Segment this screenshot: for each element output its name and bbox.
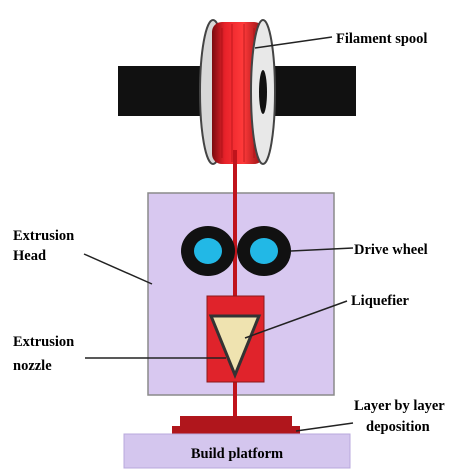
deposited-layer <box>172 416 300 434</box>
label-liquefier: Liquefier <box>351 293 410 309</box>
spool-winding <box>212 22 264 164</box>
label-extrusion-head-line2: Head <box>13 248 46 264</box>
filament-strand <box>233 150 237 418</box>
drive-wheels <box>181 226 291 276</box>
label-layer-deposition-line1: Layer by layer <box>354 398 445 414</box>
label-filament-spool: Filament spool <box>336 31 427 47</box>
build-platform <box>123 433 351 469</box>
nozzle-cone <box>208 314 262 379</box>
label-extrusion-head-line1: Extrusion <box>13 228 74 244</box>
spool-hub <box>259 70 267 114</box>
label-extrusion-nozzle-line1: Extrusion <box>13 334 74 350</box>
drive-wheel-right-hub <box>250 238 278 264</box>
leader-liquefier <box>244 300 348 339</box>
leader-extrusion-head <box>83 253 153 285</box>
leader-lines <box>83 36 354 432</box>
leader-drive-wheel <box>290 247 354 252</box>
leader-filament-spool <box>254 36 333 49</box>
filament-spool <box>118 19 356 165</box>
label-build-platform: Build platform <box>191 446 283 462</box>
leader-layer-deposition <box>295 422 354 432</box>
drive-wheel-left-hub <box>194 238 222 264</box>
label-drive-wheel: Drive wheel <box>354 242 428 258</box>
label-extrusion-nozzle-line2: nozzle <box>13 358 52 374</box>
label-layer-deposition-line2: deposition <box>366 419 430 435</box>
